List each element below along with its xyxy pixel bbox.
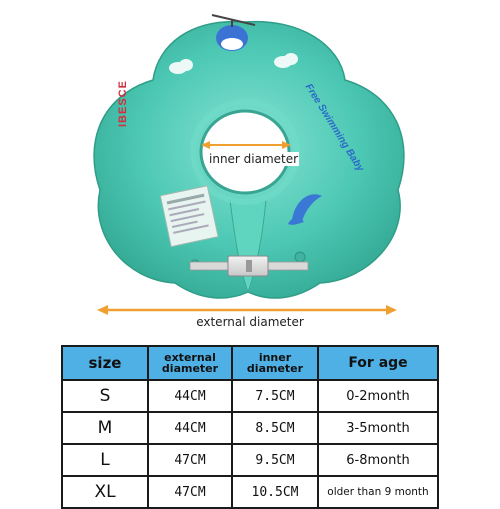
table-row: XL 47CM 10.5CM older than 9 month xyxy=(61,475,439,509)
table-row: L 47CM 9.5CM 6-8month xyxy=(61,443,439,477)
cell-inner: 8.5CM xyxy=(231,411,319,445)
inner-diameter-label: inner diameter xyxy=(208,152,300,166)
cell-external: 44CM xyxy=(147,379,233,413)
cell-size: XL xyxy=(61,475,149,509)
table-row: S 44CM 7.5CM 0-2month xyxy=(61,379,439,413)
cloud-icon xyxy=(169,53,298,74)
cartoon-character-icon xyxy=(211,14,256,51)
header-age: For age xyxy=(317,345,439,381)
cell-inner: 7.5CM xyxy=(231,379,319,413)
header-size: size xyxy=(61,345,149,381)
dolphin-icon xyxy=(288,194,322,225)
buckle-strap xyxy=(189,255,309,277)
swim-ring-image xyxy=(93,14,405,315)
label-sticker xyxy=(159,185,219,248)
cell-size: M xyxy=(61,411,149,445)
valve-icon xyxy=(294,251,306,263)
size-chart-table: size external diameter inner diameter Fo… xyxy=(61,345,439,509)
external-diameter-label: external diameter xyxy=(196,315,304,329)
cell-inner: 9.5CM xyxy=(231,443,319,477)
table-header-row: size external diameter inner diameter Fo… xyxy=(61,345,439,381)
inner-diameter-arrow xyxy=(201,141,291,149)
cell-age: 3-5month xyxy=(317,411,439,445)
header-external: external diameter xyxy=(147,345,233,381)
cell-size: L xyxy=(61,443,149,477)
cell-age: 0-2month xyxy=(317,379,439,413)
cell-external: 44CM xyxy=(147,411,233,445)
cell-size: S xyxy=(61,379,149,413)
brand-logo-text: IBESCE xyxy=(117,80,129,127)
cell-external: 47CM xyxy=(147,475,233,509)
product-illustration: IBESCE Free Swimming Baby inner diameter… xyxy=(93,14,405,329)
cell-external: 47CM xyxy=(147,443,233,477)
external-diameter-arrow xyxy=(97,305,397,315)
table-row: M 44CM 8.5CM 3-5month xyxy=(61,411,439,445)
cell-inner: 10.5CM xyxy=(231,475,319,509)
header-inner: inner diameter xyxy=(231,345,319,381)
cell-age: older than 9 month xyxy=(317,475,439,509)
cell-age: 6-8month xyxy=(317,443,439,477)
